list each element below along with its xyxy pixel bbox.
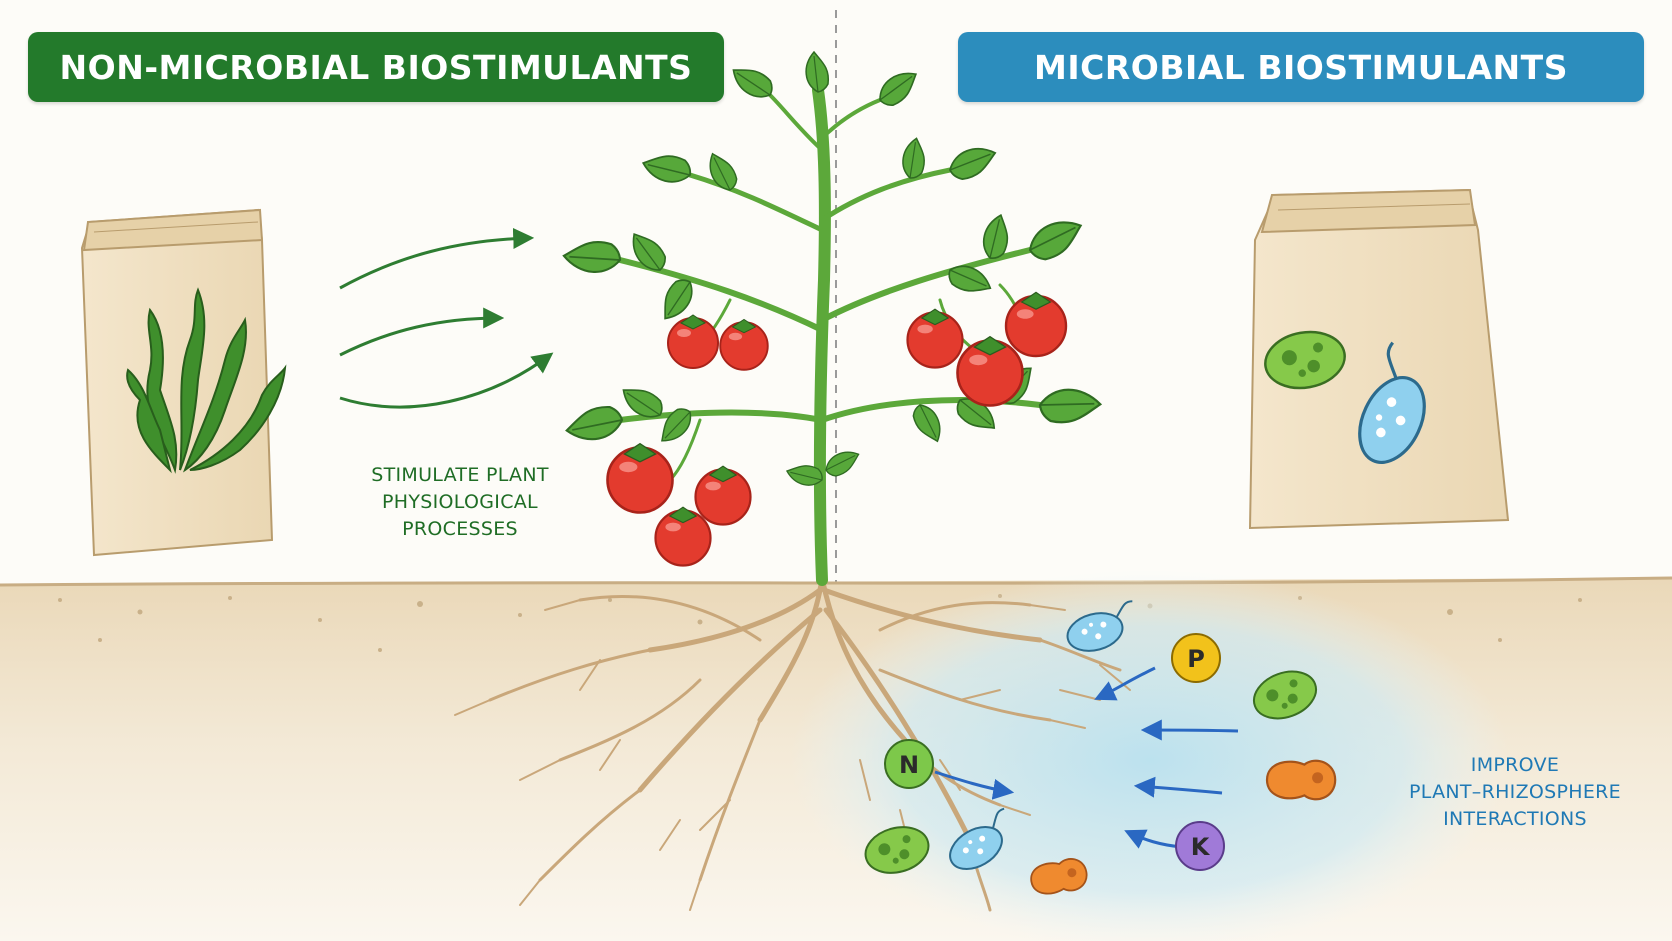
bacterium-icon [1265, 759, 1337, 801]
microbial-caption: IMPROVE PLANT–RHIZOSPHERE INTERACTIONS [1395, 752, 1635, 833]
nutrient-n-badge: N [884, 739, 934, 789]
svg-text:N: N [899, 751, 919, 779]
non-microbial-banner: NON-MICROBIAL BIOSTIMULANTS [28, 32, 724, 102]
caption-line: IMPROVE [1470, 754, 1560, 776]
caption-line: STIMULATE PLANT [371, 464, 549, 486]
leaves [560, 51, 1103, 491]
soil-specks [58, 594, 1582, 652]
caption-line: PLANT–RHIZOSPHERE [1409, 781, 1621, 803]
caption-line: PROCESSES [402, 518, 518, 540]
arrow-lower [339, 352, 554, 409]
microbial-banner: MICROBIAL BIOSTIMULANTS [958, 32, 1644, 102]
caption-line: INTERACTIONS [1443, 808, 1587, 830]
stimulation-arrows [339, 227, 554, 409]
non-microbial-bag [80, 208, 287, 557]
arrow-middle [339, 307, 505, 357]
soil-surface-line [0, 576, 1672, 587]
svg-text:P: P [1187, 645, 1205, 673]
nutrient-p-badge: P [1171, 633, 1221, 683]
svg-text:K: K [1191, 833, 1211, 861]
microbial-bag [1248, 188, 1510, 530]
nutrient-k-badge: K [1175, 821, 1225, 871]
arrow-upper [339, 227, 535, 290]
roots [454, 575, 1131, 912]
caption-line: PHYSIOLOGICAL [382, 491, 538, 513]
tomato-plant [560, 51, 1103, 586]
non-microbial-caption: STIMULATE PLANT PHYSIOLOGICAL PROCESSES [340, 462, 580, 543]
seaweed-icon [126, 287, 287, 474]
interaction-arrows [934, 666, 1239, 849]
